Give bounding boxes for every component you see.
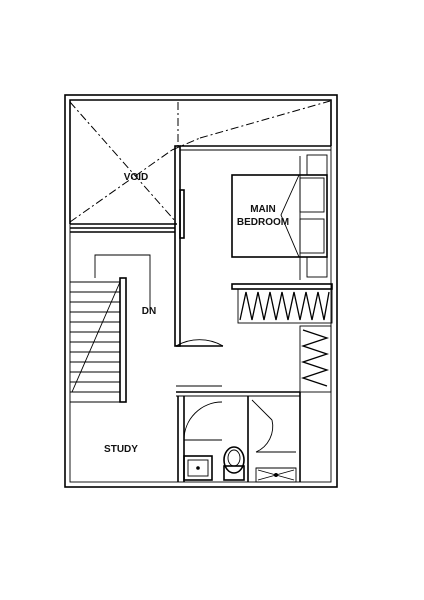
- bathroom: [176, 391, 301, 482]
- study-label: STUDY: [104, 444, 138, 455]
- stair-direction-label: DN: [142, 306, 156, 317]
- partition-walls: [174, 145, 331, 387]
- main-bedroom-label-line1: MAIN: [250, 204, 276, 215]
- wardrobe-side: [299, 325, 332, 393]
- bed: [231, 154, 328, 280]
- shower-drain-icon: [255, 467, 297, 483]
- outer-walls: [64, 94, 338, 488]
- main-bedroom-label-line2: BEDROOM: [237, 217, 289, 228]
- basin-icon: [183, 455, 213, 481]
- void-label: VOID: [124, 172, 148, 183]
- staircase: [70, 227, 175, 403]
- void-area: [69, 99, 332, 225]
- toilet-icon: [223, 446, 245, 481]
- wardrobe-top: [231, 283, 333, 324]
